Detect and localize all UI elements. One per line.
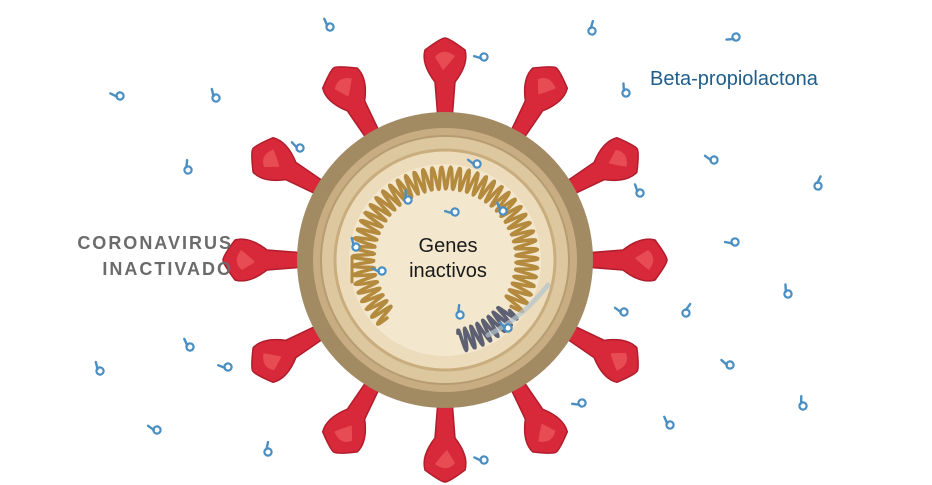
beta-propiolactone-molecule-icon <box>94 360 105 376</box>
beta-propiolactone-molecule-icon <box>323 17 335 32</box>
beta-propiolactone-molecule-icon <box>663 415 675 430</box>
virus-title-line1: CORONAVIRUS <box>77 233 233 253</box>
spike-protein-icon <box>561 136 639 198</box>
beta-propiolactone-molecule-icon <box>798 395 808 411</box>
beta-propiolactone-molecule-icon <box>217 362 233 372</box>
beta-propiolactone-molecule-icon <box>496 201 508 216</box>
beta-propiolactone-molecule-icon <box>350 236 361 252</box>
spike-protein-icon <box>251 322 329 384</box>
virus-title: CORONAVIRUS INACTIVADO <box>40 230 233 282</box>
beta-propiolactone-molecule-icon <box>703 154 719 165</box>
beta-propiolactone-molecule-icon <box>290 141 305 153</box>
beta-propiolactone-molecule-icon <box>183 337 195 352</box>
beta-propiolactone-molecule-icon <box>723 237 740 247</box>
spike-protein-icon <box>561 322 639 384</box>
beta-propiolactone-molecule-icon <box>587 19 597 36</box>
spike-protein-icon <box>584 238 668 282</box>
beta-propiolactone-molecule-icon <box>725 32 741 42</box>
beta-propiolactone-molecule-icon <box>472 52 489 62</box>
beta-propiolactone-molecule-icon <box>146 424 162 435</box>
beta-propiolactone-molecule-icon <box>210 87 221 103</box>
chemical-label: Beta-propiolactona <box>650 68 818 90</box>
virus-title-line2: INACTIVADO <box>102 259 233 279</box>
spike-protein-icon <box>251 136 329 198</box>
spike-protein-icon <box>321 376 383 454</box>
beta-propiolactone-molecule-icon <box>720 358 735 370</box>
beta-propiolactone-molecule-icon <box>263 440 273 457</box>
beta-propiolactone-molecule-icon <box>633 183 645 198</box>
beta-propiolactone-molecule-icon <box>473 455 489 465</box>
spike-protein-icon <box>321 66 383 144</box>
beta-propiolactone-molecule-icon <box>621 82 631 98</box>
beta-propiolactone-molecule-icon <box>109 91 125 101</box>
beta-propiolactone-molecule-icon <box>681 302 692 318</box>
spike-protein-icon <box>423 399 467 483</box>
beta-propiolactone-molecule-icon <box>570 398 587 408</box>
rna-strand <box>350 165 551 353</box>
spike-protein-icon <box>423 37 467 121</box>
beta-propiolactone-molecule-icon <box>783 283 793 299</box>
inner-molecule-layer <box>350 158 513 333</box>
beta-propiolactone-molecule-icon <box>371 266 387 276</box>
spike-protein-icon <box>507 376 569 454</box>
genes-label: Genes <box>419 235 478 257</box>
spike-protein-icon <box>222 238 306 282</box>
beta-propiolactone-molecule-icon <box>183 158 193 175</box>
spike-protein-icon <box>507 66 569 144</box>
inactive-label: inactivos <box>409 260 487 282</box>
beta-propiolactone-molecule-icon <box>466 158 482 169</box>
beta-propiolactone-molecule-icon <box>455 303 465 320</box>
beta-propiolactone-molecule-icon <box>813 175 823 191</box>
beta-propiolactone-molecule-icon <box>403 189 413 205</box>
beta-propiolactone-molecule-icon <box>443 207 460 217</box>
beta-propiolactone-molecule-icon <box>613 306 629 317</box>
virus-core-inner-glow <box>349 164 541 356</box>
beta-propiolactone-molecule-icon <box>498 321 513 333</box>
spike-layer <box>222 37 668 483</box>
